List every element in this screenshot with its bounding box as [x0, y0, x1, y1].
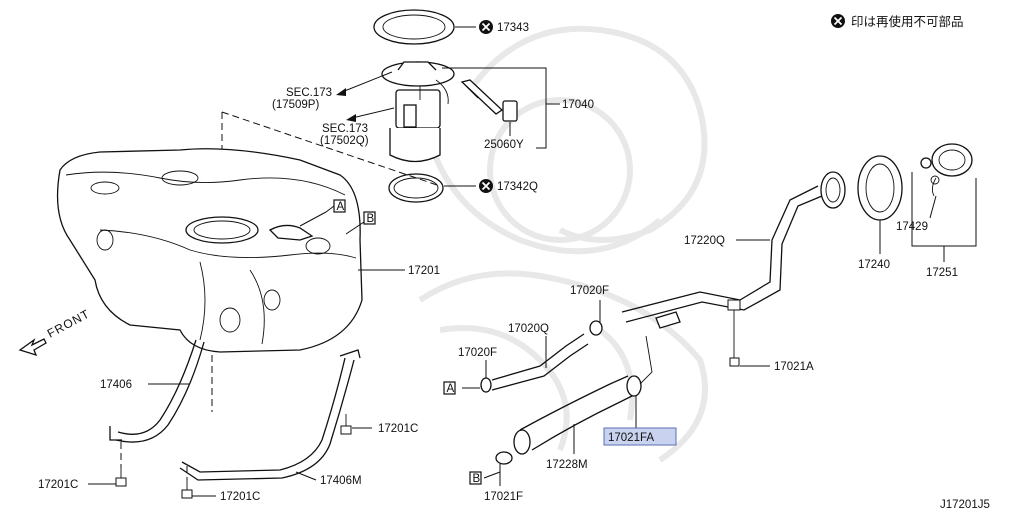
- callout-17021A: 17021A: [774, 361, 814, 373]
- callout-17020F-left: 17020F: [458, 347, 497, 359]
- callout-17021F: 17021F: [484, 491, 523, 503]
- callout-17201C-left: 17201C: [38, 479, 78, 491]
- notice-text: 印は再使用不可部品: [851, 14, 964, 29]
- ref-marker-a: A: [337, 201, 345, 213]
- non-reusable-notice: 印は再使用不可部品: [831, 14, 964, 29]
- highlighted-part-box[interactable]: [603, 427, 677, 446]
- callout-17251: 17251: [926, 267, 958, 279]
- callout-25060Y: 25060Y: [484, 139, 524, 151]
- x-circle-icon: [479, 20, 493, 34]
- x-circle-icon: [831, 14, 845, 28]
- callout-sec173-a: SEC.173: [286, 87, 332, 99]
- watermark-emblem: [418, 25, 708, 463]
- fuel-tank: [56, 148, 363, 353]
- pump-gasket-ring: [373, 9, 455, 45]
- callout-sec173-b: SEC.173: [322, 123, 368, 135]
- breather-hose: [480, 320, 603, 393]
- callout-17342Q: 17342Q: [497, 181, 538, 193]
- fuel-level-sender: [460, 79, 518, 122]
- clamp-17021A: [727, 299, 741, 367]
- fuel-pump-module: [381, 61, 455, 163]
- callout-17406: 17406: [100, 379, 132, 391]
- bolt-17201C-left: [115, 468, 127, 487]
- callout-17201C-bottom: 17201C: [220, 491, 260, 503]
- callout-17020Q: 17020Q: [508, 323, 549, 335]
- callout-17240: 17240: [858, 259, 890, 271]
- callout-17343: 17343: [497, 22, 529, 34]
- ref-marker-b-bottom: B: [473, 473, 481, 485]
- callout-17020F-top: 17020F: [570, 285, 609, 297]
- fuel-filler-cap: [920, 143, 973, 197]
- callout-17021FA[interactable]: 17021FA: [608, 432, 654, 444]
- ref-marker-b: B: [367, 213, 375, 225]
- callout-17228M: 17228M: [546, 459, 588, 471]
- callout-sec173-b-sub: (17502Q): [320, 135, 369, 147]
- ref-marker-a-bottom: A: [447, 383, 455, 395]
- callout-17201C-mid: 17201C: [378, 423, 418, 435]
- bolt-17201C-mid: [340, 414, 352, 435]
- bolt-17201C-bottom: [181, 480, 193, 499]
- callout-17040: 17040: [562, 99, 594, 111]
- callout-17201: 17201: [408, 265, 440, 277]
- callout-sec173-a-sub: (17509P): [272, 99, 319, 111]
- callout-17220Q: 17220Q: [684, 235, 725, 247]
- diagram-code: J17201J5: [940, 499, 990, 511]
- callout-17406M: 17406M: [320, 475, 362, 487]
- filler-tube: [621, 171, 846, 329]
- tank-strap-17406M: [179, 349, 361, 481]
- filler-hose: [513, 335, 653, 455]
- front-direction-indicator: FRONT: [18, 307, 92, 357]
- tank-strap-17406: [109, 339, 205, 443]
- front-label: FRONT: [45, 307, 92, 341]
- x-circle-icon: [479, 179, 493, 193]
- callout-17429: 17429: [896, 221, 928, 233]
